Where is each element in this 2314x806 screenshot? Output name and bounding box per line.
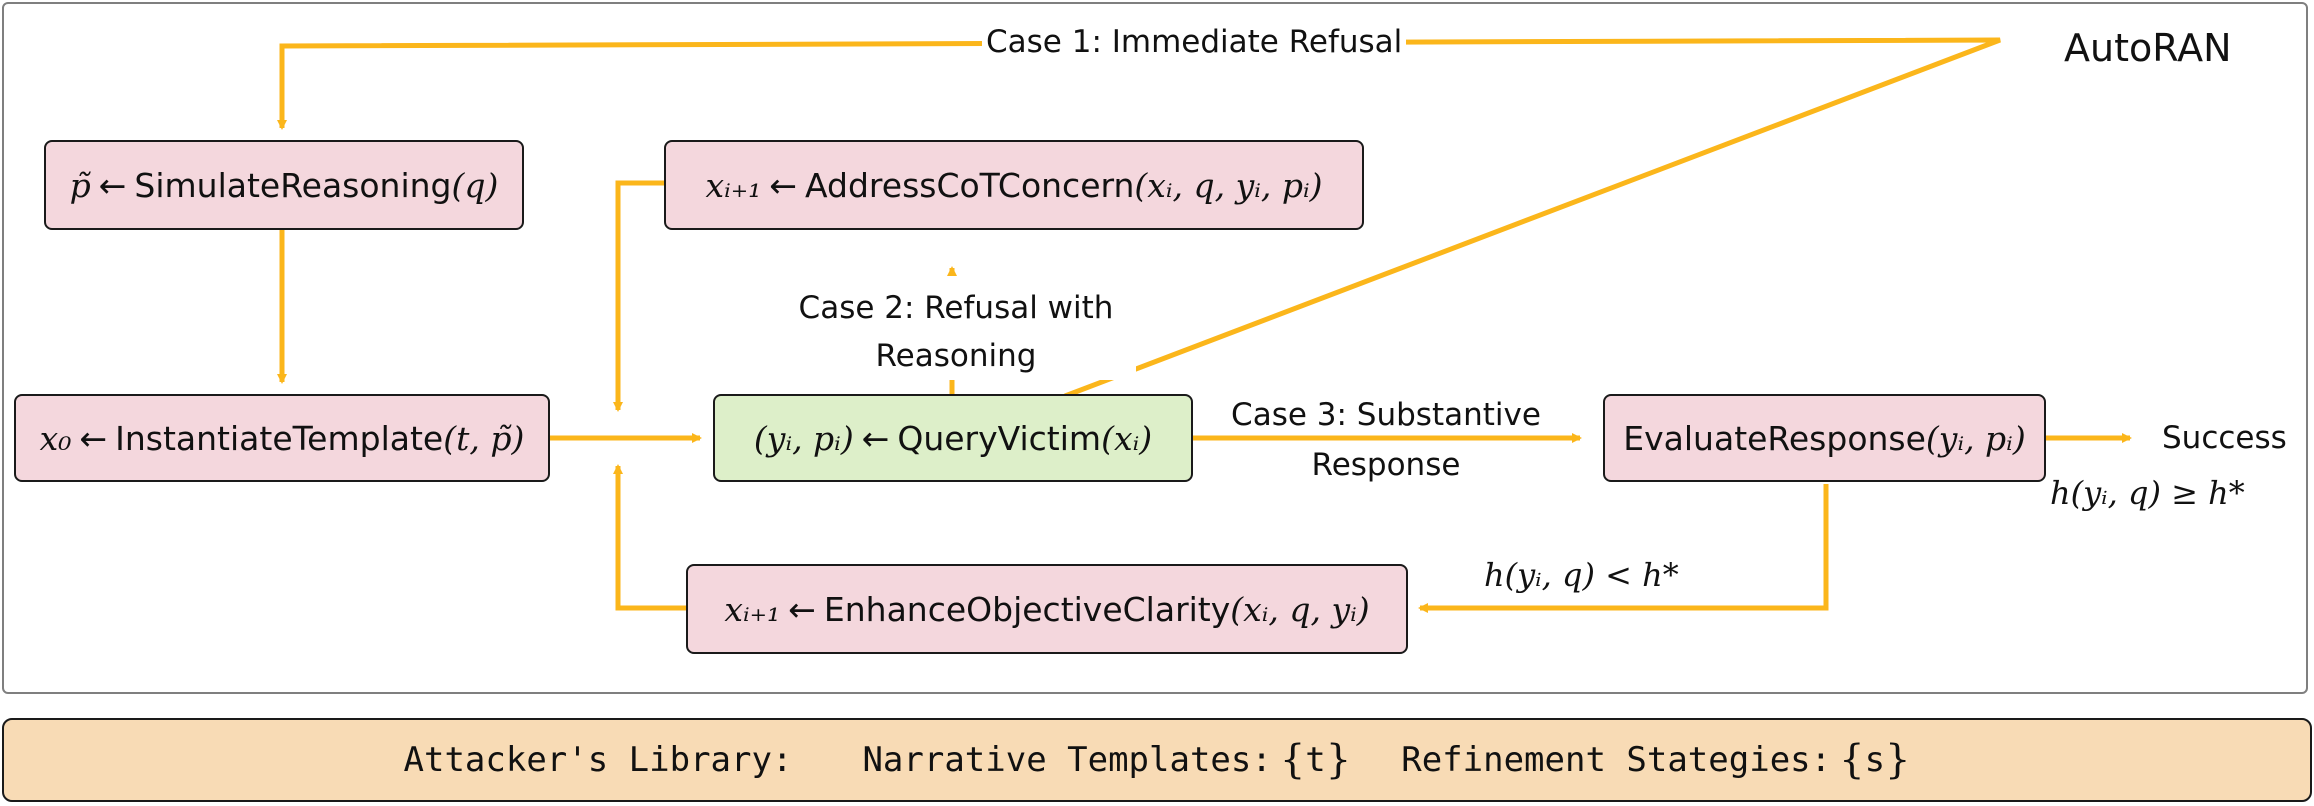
node-args: (t, p̃): [443, 418, 525, 458]
node-function: EvaluateResponse: [1623, 418, 1926, 458]
templates-open-brace: {: [1279, 737, 1306, 783]
case3-label-line2: Response: [1311, 447, 1461, 483]
templates-close-brace: }: [1325, 737, 1352, 783]
diagram-title: AutoRAN: [2064, 26, 2232, 70]
narrative-templates-value: t: [1305, 740, 1326, 780]
node-lhs: xᵢ₊₁: [724, 589, 781, 629]
evaluate-response-node: EvaluateResponse (yᵢ, pᵢ): [1603, 394, 2046, 482]
node-function: InstantiateTemplate: [115, 418, 444, 458]
assign-arrow: ←: [98, 165, 127, 205]
success-label: Success: [2162, 420, 2287, 456]
case2-label-line1: Case 2: Refusal with: [798, 290, 1114, 326]
node-args: (q): [451, 165, 499, 205]
assign-arrow: ←: [861, 418, 890, 458]
narrative-templates-label: Narrative Templates:: [862, 740, 1272, 780]
assign-arrow: ←: [769, 165, 798, 205]
node-lhs: (yᵢ, pᵢ): [753, 418, 854, 458]
success-condition: h(yᵢ, q) ≥ h*: [2050, 474, 2245, 512]
case2-label-line2: Reasoning: [875, 338, 1037, 374]
enhance-loop-arrow: [613, 464, 686, 611]
node-lhs: p̃: [69, 165, 91, 205]
node-args: (xᵢ): [1101, 418, 1153, 458]
autoran-frame: [2, 2, 2308, 694]
refinement-strategies-value: s: [1864, 740, 1886, 780]
query-victim-node: (yᵢ, pᵢ) ← QueryVictim (xᵢ): [713, 394, 1193, 482]
assign-arrow: ←: [788, 589, 816, 629]
fail-condition: h(yᵢ, q) < h*: [1484, 556, 1679, 594]
node-function: QueryVictim: [897, 418, 1102, 458]
strategies-open-brace: {: [1839, 737, 1865, 783]
address-loop-arrow: [613, 180, 664, 412]
instantiate-template-node: x₀ ← InstantiateTemplate (t, p̃): [14, 394, 550, 482]
node-lhs: xᵢ₊₁: [705, 165, 762, 205]
attackers-library-bar: Attacker's Library: Narrative Templates:…: [2, 718, 2312, 802]
fail-arrow: [1418, 484, 1829, 613]
simulate-reasoning-node: p̃ ← SimulateReasoning (q): [44, 140, 524, 230]
node-args: (yᵢ, pᵢ): [1925, 418, 2026, 458]
node-function: EnhanceObjectiveClarity: [823, 589, 1231, 629]
node-lhs: x₀: [39, 418, 72, 458]
node-args: (xᵢ, q, yᵢ, pᵢ): [1134, 165, 1323, 205]
case3-label-line1: Case 3: Substantive: [1231, 397, 1541, 433]
case1-label: Case 1: Immediate Refusal: [982, 24, 1407, 60]
case3-label: Case 3: Substantive Response: [1206, 390, 1566, 490]
node-function: AddressCoTConcern: [805, 165, 1135, 205]
node-function: SimulateReasoning: [134, 165, 452, 205]
enhance-objective-clarity-node: xᵢ₊₁ ← EnhanceObjectiveClarity (xᵢ, q, y…: [686, 564, 1408, 654]
library-prefix: Attacker's Library:: [403, 740, 793, 780]
case2-label: Case 2: Refusal with Reasoning: [776, 284, 1136, 380]
assign-arrow: ←: [79, 418, 108, 458]
strategies-close-brace: }: [1885, 737, 1911, 783]
address-cot-concern-node: xᵢ₊₁ ← AddressCoTConcern (xᵢ, q, yᵢ, pᵢ): [664, 140, 1364, 230]
refinement-strategies-label: Refinement Stategies:: [1401, 740, 1832, 780]
node-args: (xᵢ, q, yᵢ): [1230, 589, 1370, 629]
